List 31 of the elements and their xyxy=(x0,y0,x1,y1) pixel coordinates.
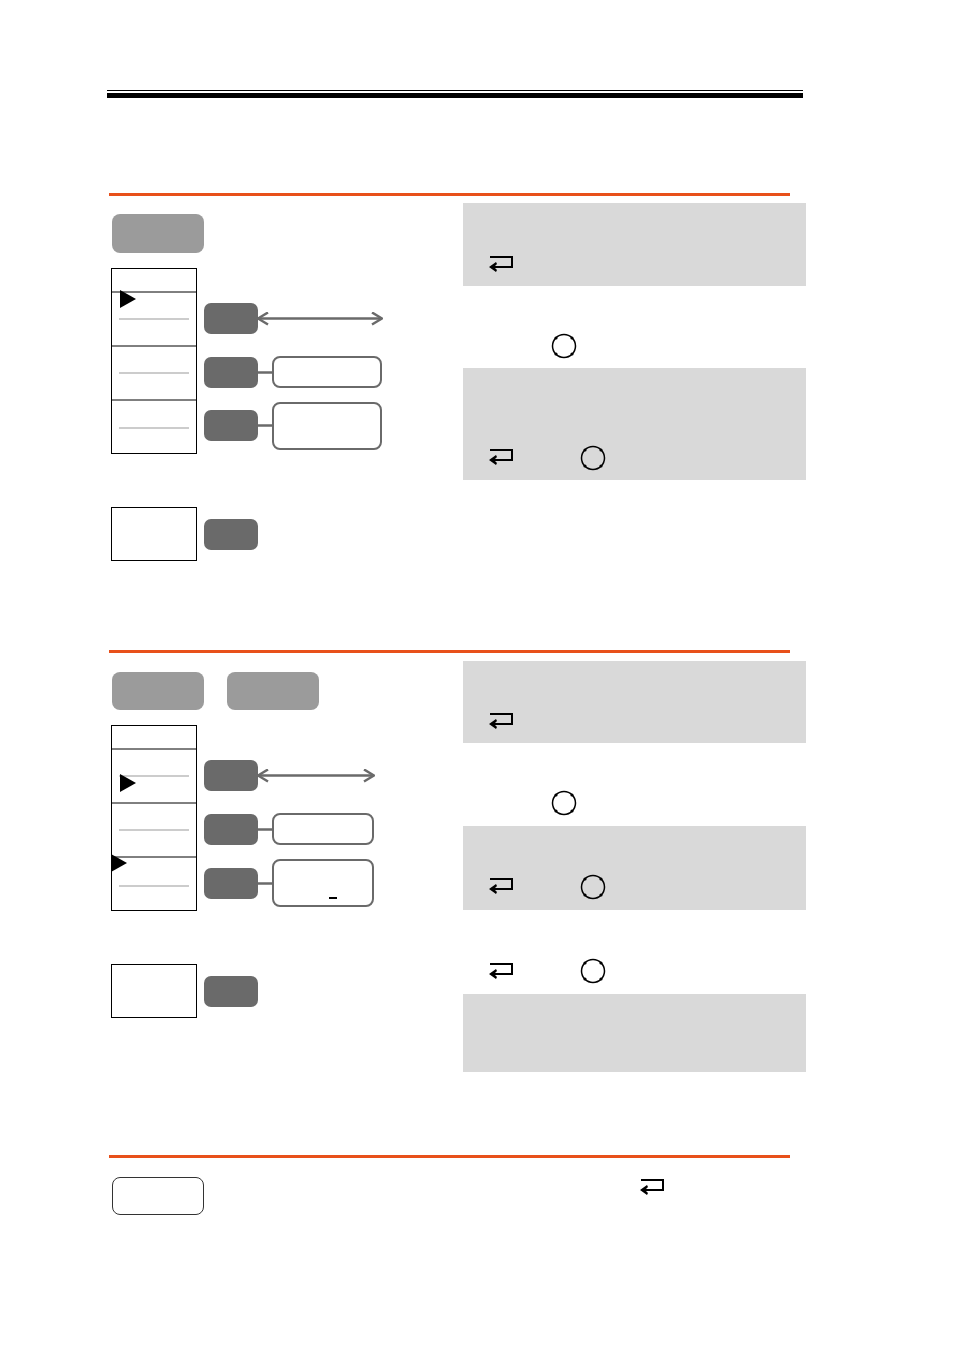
key-button xyxy=(227,672,319,710)
softkey-button xyxy=(204,357,258,388)
key-button xyxy=(112,214,204,253)
softkey-button xyxy=(204,868,258,899)
display-field xyxy=(272,402,382,450)
connector xyxy=(258,882,272,885)
softkey-button xyxy=(204,410,258,441)
display-field xyxy=(272,859,374,907)
softkey-button xyxy=(204,303,258,334)
menu-panel xyxy=(111,507,197,561)
connector xyxy=(258,828,272,831)
menu-panel xyxy=(111,725,197,911)
key-button xyxy=(112,672,204,710)
note-panel xyxy=(463,661,806,743)
note-panel xyxy=(463,368,806,480)
key-button xyxy=(112,1177,204,1215)
connector xyxy=(258,371,272,374)
note-panel xyxy=(463,994,806,1072)
menu-panel xyxy=(111,268,197,454)
display-field xyxy=(272,813,374,845)
display-field xyxy=(272,356,382,388)
softkey-button xyxy=(204,519,258,550)
double-arrow xyxy=(256,768,376,783)
softkey-button xyxy=(204,760,258,791)
note-panel xyxy=(463,826,806,910)
note-panel xyxy=(463,203,806,286)
softkey-button xyxy=(204,976,258,1007)
menu-panel xyxy=(111,964,197,1018)
softkey-button xyxy=(204,814,258,845)
double-arrow xyxy=(256,311,384,326)
connector xyxy=(258,424,272,427)
